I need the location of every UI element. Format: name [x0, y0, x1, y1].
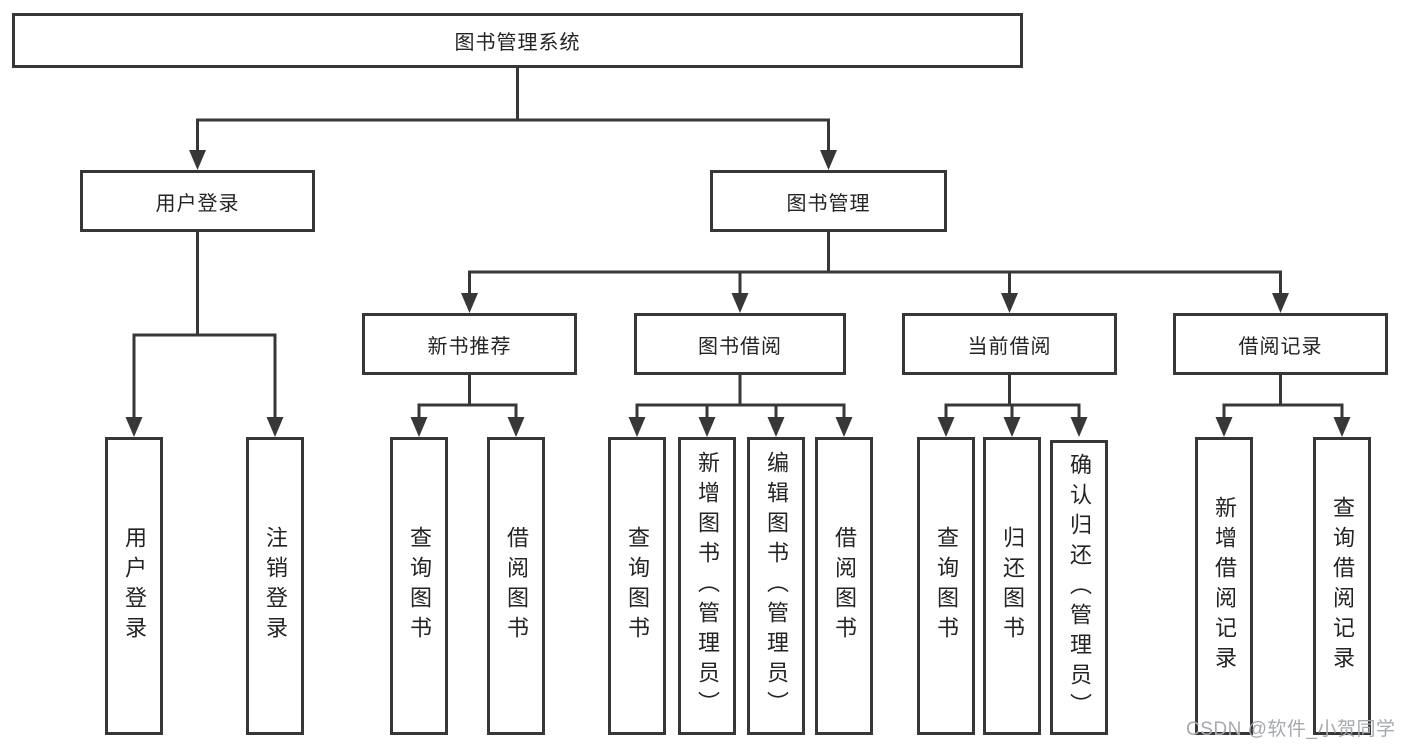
- leaf-current-query-books: 查询图书: [917, 437, 975, 735]
- arrow-down-icon: [507, 417, 525, 437]
- leaf-records-add-borrow-record: 新增借阅记录: [1195, 437, 1253, 735]
- arrow-down-icon: [1003, 417, 1021, 437]
- arrow-down-icon: [1070, 417, 1088, 437]
- node-new-book-recommend: 新书推荐: [362, 313, 577, 375]
- arrow-down-icon: [820, 150, 837, 170]
- node-current-borrowing: 当前借阅: [902, 313, 1117, 375]
- arrow-down-icon: [410, 417, 428, 437]
- node-root-library-system: 图书管理系统: [12, 13, 1023, 68]
- edge-lines: [132, 68, 1344, 421]
- arrow-down-icon: [189, 150, 206, 170]
- arrow-down-icon: [731, 293, 749, 313]
- arrow-down-icon: [125, 417, 143, 437]
- node-borrowing-records: 借阅记录: [1173, 313, 1388, 375]
- node-user-login: 用户登录: [80, 170, 315, 232]
- leaf-borrow-borrow-books: 借阅图书: [815, 437, 873, 735]
- arrow-down-icon: [1215, 417, 1233, 437]
- arrow-down-icon: [937, 417, 955, 437]
- leaf-newbook-query-books: 查询图书: [390, 437, 448, 735]
- arrow-down-icon: [835, 417, 853, 437]
- arrowheads: [125, 150, 1351, 437]
- csdn-watermark: CSDN @软件_小贺同学: [1186, 719, 1396, 740]
- arrow-down-icon: [628, 417, 646, 437]
- leaf-user-login: 用户登录: [105, 437, 163, 735]
- leaf-newbook-borrow-books: 借阅图书: [487, 437, 545, 735]
- arrow-down-icon: [461, 293, 478, 313]
- arrow-down-icon: [266, 417, 284, 437]
- node-book-management: 图书管理: [710, 170, 947, 232]
- arrow-down-icon: [767, 417, 785, 437]
- node-book-borrowing: 图书借阅: [634, 313, 846, 375]
- arrow-down-icon: [1001, 293, 1018, 313]
- leaf-borrow-edit-books-admin: 编辑图书（管理员）: [747, 437, 805, 735]
- leaf-current-return-books: 归还图书: [983, 437, 1041, 735]
- leaf-records-query-borrow-record: 查询借阅记录: [1313, 437, 1371, 735]
- arrow-down-icon: [1272, 293, 1289, 313]
- leaf-borrow-add-books-admin: 新增图书（管理员）: [678, 437, 736, 735]
- arrow-down-icon: [1333, 417, 1351, 437]
- arrow-down-icon: [698, 417, 716, 437]
- leaf-logout-login: 注销登录: [246, 437, 304, 735]
- leaf-borrow-query-books: 查询图书: [608, 437, 666, 735]
- leaf-current-confirm-return-admin: 确认归还（管理员）: [1050, 440, 1108, 735]
